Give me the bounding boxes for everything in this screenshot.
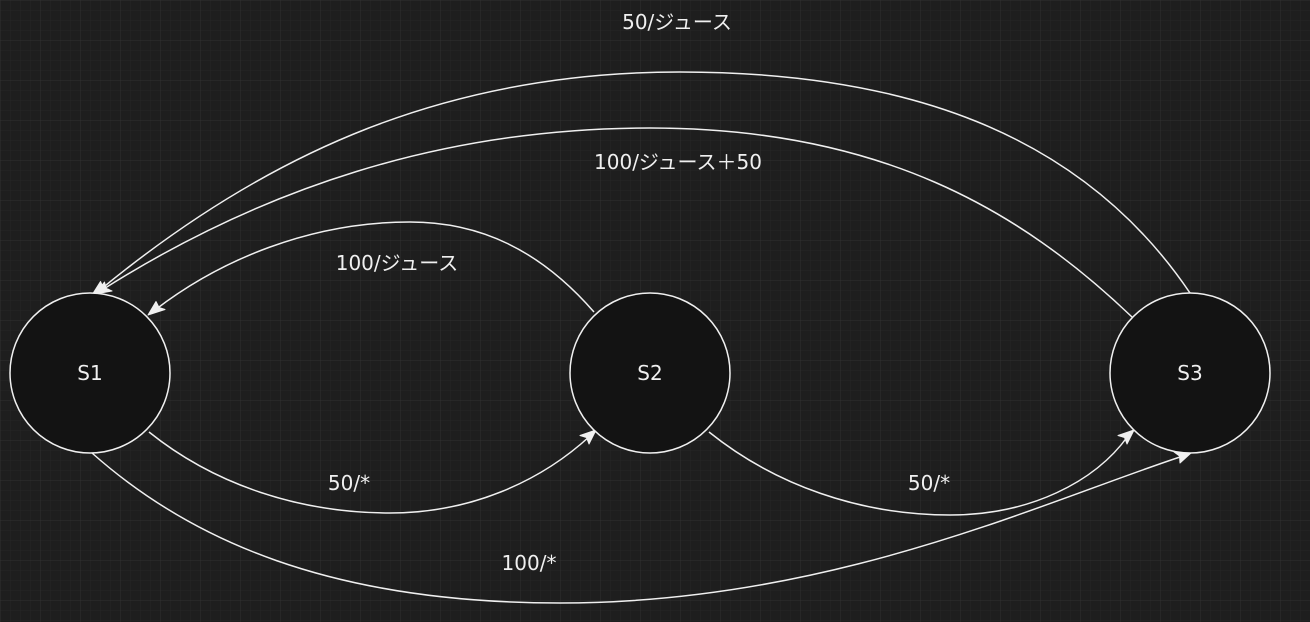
- state-node-s2[interactable]: S2: [569, 292, 731, 454]
- state-label-s1: S1: [77, 361, 102, 385]
- edge-labels: 50/ジュース 100/ジュース＋50 100/ジュース 50/* 50/* 1…: [328, 10, 950, 575]
- nodes: S1 S2 S3: [9, 292, 1271, 454]
- edge-label-s3-to-s1-outer: 50/ジュース: [622, 10, 732, 34]
- state-label-s3: S3: [1177, 361, 1202, 385]
- arrowhead-icon: [94, 281, 113, 295]
- state-circle[interactable]: [9, 292, 171, 454]
- state-node-s3[interactable]: S3: [1109, 292, 1271, 454]
- state-circle[interactable]: [1109, 292, 1271, 454]
- edge-s2-to-s1[interactable]: [147, 221, 595, 316]
- edge-label-s1-to-s3: 100/*: [502, 551, 557, 575]
- arrowhead-icon: [1117, 429, 1135, 445]
- state-circle[interactable]: [569, 292, 731, 454]
- edge-s1-to-s2[interactable]: [148, 429, 597, 514]
- edge-s2-to-s3[interactable]: [708, 429, 1135, 516]
- edge-s3-to-s1-inner[interactable]: [94, 127, 1133, 318]
- edge-label-s2-to-s1: 100/ジュース: [336, 251, 459, 275]
- edges: [91, 71, 1192, 604]
- arrowhead-icon: [579, 429, 597, 445]
- edge-label-s2-to-s3: 50/*: [908, 471, 950, 495]
- state-label-s2: S2: [637, 361, 662, 385]
- edge-label-s3-to-s1-inner: 100/ジュース＋50: [594, 150, 762, 174]
- state-node-s1[interactable]: S1: [9, 292, 171, 454]
- arrowhead-icon: [147, 301, 166, 316]
- edge-label-s1-to-s2: 50/*: [328, 471, 370, 495]
